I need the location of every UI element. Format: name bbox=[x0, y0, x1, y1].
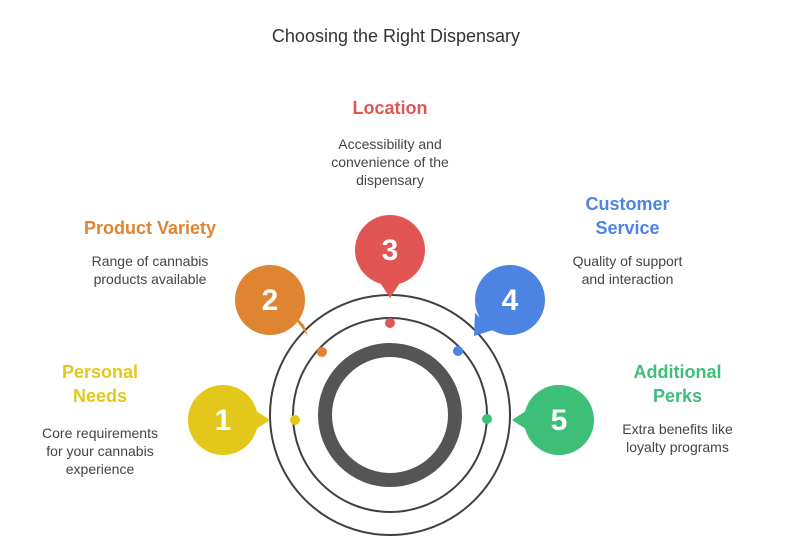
heading-line: Perks bbox=[652, 386, 703, 406]
description-line: Extra benefits like bbox=[622, 421, 733, 437]
step-description-personal-needs: Core requirements for your cannabis expe… bbox=[25, 424, 175, 478]
description-line: Core requirements bbox=[42, 425, 158, 441]
center-ring bbox=[318, 343, 462, 487]
heading-line: Customer bbox=[585, 194, 670, 214]
step-bubble-5: 5 bbox=[512, 385, 594, 455]
step-heading-customer-service: Customer Service bbox=[545, 192, 710, 240]
description-line: convenience of the bbox=[331, 154, 449, 170]
heading-line: Needs bbox=[72, 386, 128, 406]
step-heading-product-variety: Product Variety bbox=[55, 216, 245, 240]
description-line: for your cannabis bbox=[46, 443, 154, 459]
heading-line: Location bbox=[352, 98, 428, 118]
step-heading-personal-needs: Personal Needs bbox=[25, 360, 175, 408]
marker-dot-3 bbox=[385, 318, 395, 328]
step-heading-additional-perks: Additional Perks bbox=[600, 360, 755, 408]
marker-dot-5 bbox=[482, 414, 492, 424]
step-number-1: 1 bbox=[215, 404, 232, 437]
step-description-customer-service: Quality of support and interaction bbox=[545, 252, 710, 288]
heading-line: Additional bbox=[633, 362, 722, 382]
step-number-2: 2 bbox=[262, 284, 279, 317]
description-line: dispensary bbox=[356, 172, 424, 188]
marker-dot-2 bbox=[317, 347, 327, 357]
description-line: experience bbox=[65, 461, 135, 477]
step-heading-location: Location bbox=[300, 96, 480, 120]
heading-line: Service bbox=[595, 218, 660, 238]
step-bubble-3: 3 bbox=[355, 215, 425, 298]
description-line: Quality of support bbox=[572, 253, 683, 269]
step-bubble-4: 4 bbox=[474, 265, 545, 336]
description-line: products available bbox=[93, 271, 207, 287]
step-description-additional-perks: Extra benefits like loyalty programs bbox=[600, 420, 755, 456]
page-title: Choosing the Right Dispensary bbox=[271, 26, 521, 46]
step-description-location: Accessibility and convenience of the dis… bbox=[300, 135, 480, 189]
heading-line: Product Variety bbox=[83, 218, 217, 238]
description-line: Accessibility and bbox=[338, 136, 442, 152]
description-line: Range of cannabis bbox=[91, 253, 209, 269]
marker-dot-1 bbox=[290, 415, 300, 425]
step-number-3: 3 bbox=[382, 234, 399, 267]
description-line: loyalty programs bbox=[626, 439, 729, 455]
step-bubble-1: 1 bbox=[188, 385, 270, 455]
step-description-product-variety: Range of cannabis products available bbox=[55, 252, 245, 288]
step-bubble-2: 2 bbox=[235, 265, 308, 336]
step-number-4: 4 bbox=[502, 284, 519, 317]
marker-dot-4 bbox=[453, 346, 463, 356]
heading-line: Personal bbox=[61, 362, 139, 382]
description-line: and interaction bbox=[581, 271, 674, 287]
step-number-5: 5 bbox=[551, 404, 568, 437]
